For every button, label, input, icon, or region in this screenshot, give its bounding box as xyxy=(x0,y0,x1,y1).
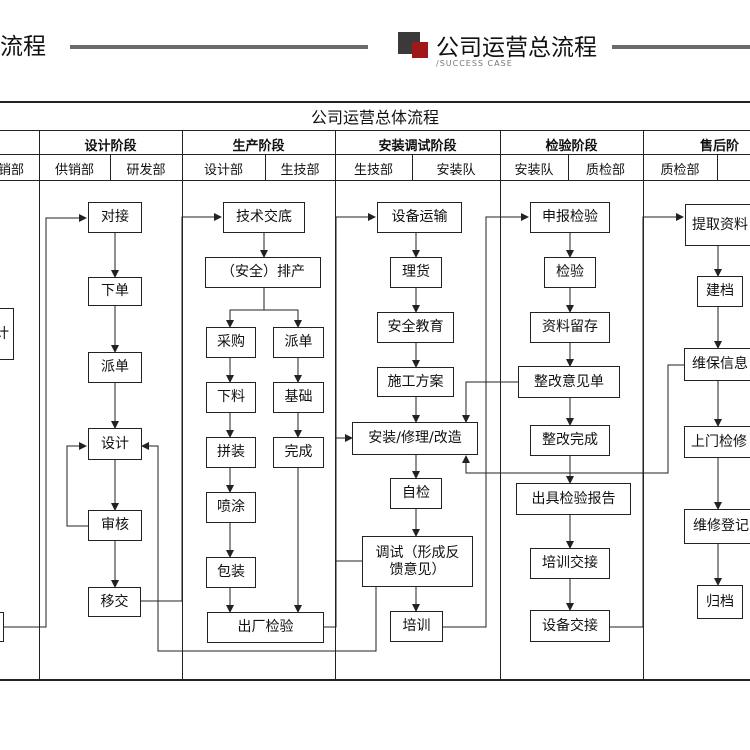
header-right-line xyxy=(612,45,750,49)
flow-step-guidang: 归档 xyxy=(697,585,743,619)
dept-install-team: 安装队 xyxy=(436,163,476,178)
stage-divider xyxy=(0,154,750,155)
flow-step-shigong: 施工方案 xyxy=(377,367,454,397)
flow-step-ziliao: 资料留存 xyxy=(530,312,610,343)
flow-table-title: 公司运营总体流程 xyxy=(310,108,439,127)
header-left-text: 流程 xyxy=(0,34,46,60)
stage-aftersales: 售后阶 xyxy=(700,139,740,154)
dept-quality-2: 质检部 xyxy=(660,163,700,178)
stage-design: 设计阶段 xyxy=(84,139,137,154)
flow-step-yijiao: 移交 xyxy=(88,587,141,617)
flow-table-frame xyxy=(0,101,750,681)
flow-step-peixun: 培训 xyxy=(390,611,443,642)
flow-step-wancheng: 完成 xyxy=(273,437,324,468)
flow-step-tiaoshi: 调试（形成反馈意见） xyxy=(362,536,473,587)
flow-step-xialiao: 下料 xyxy=(206,382,256,413)
flow-step-paichan: （安全）排产 xyxy=(205,257,321,288)
subcol-sep-1 xyxy=(110,154,111,180)
dept-rnd: 研发部 xyxy=(126,163,166,178)
flow-step-peixunjj: 培训交接 xyxy=(530,548,610,579)
flow-step-zhenggai: 整改意见单 xyxy=(518,366,620,398)
flow-step-anzhuang: 安装/修理/改造 xyxy=(352,422,478,455)
flow-step-lihuo: 理货 xyxy=(390,257,442,288)
flow-step-chuchang: 出厂检验 xyxy=(207,612,324,643)
title-divider xyxy=(0,130,750,131)
flow-step-tiqu: 提取资料 xyxy=(685,204,750,246)
stage-install: 安装调试阶段 xyxy=(378,139,457,154)
flow-step-pentu: 喷涂 xyxy=(206,492,256,523)
flow-step-weixiu: 维修登记 xyxy=(684,509,750,544)
flow-step-chuju: 出具检验报告 xyxy=(516,483,631,515)
flow-step-shebeijj: 设备交接 xyxy=(530,610,610,642)
dept-quality: 质检部 xyxy=(585,163,625,178)
subcol-sep-4 xyxy=(568,154,569,180)
flow-step-weibao: 维保信息 xyxy=(684,348,750,381)
flow-step-zijian: 自检 xyxy=(390,478,442,509)
flow-step-paidan-2: 派单 xyxy=(273,327,324,358)
dept-supply: 供销部 xyxy=(54,163,94,178)
dept-design: 设计部 xyxy=(203,163,243,178)
flow-step-anquan: 安全教育 xyxy=(377,312,454,343)
flow-step-jiandang: 建档 xyxy=(697,276,743,307)
left-cut-box: 计 xyxy=(0,308,14,360)
flow-step-baozhuang: 包装 xyxy=(206,557,256,588)
stage-inspection: 检验阶段 xyxy=(545,139,598,154)
flow-step-zhenggaiwc: 整改完成 xyxy=(530,425,610,456)
dept-production-tech-2: 生技部 xyxy=(353,163,393,178)
department-divider xyxy=(0,180,750,181)
subcol-sep-2 xyxy=(265,154,266,180)
left-cut-box-bottom xyxy=(0,612,4,642)
header-title: 公司运营总流程 xyxy=(436,35,597,61)
flow-step-duijie: 对接 xyxy=(88,202,142,233)
flow-step-pinzhuang: 拼装 xyxy=(206,437,256,468)
dept-install-team-2: 安装队 xyxy=(514,163,554,178)
subcol-sep-3 xyxy=(412,154,413,180)
header-left-line xyxy=(70,45,368,49)
flow-step-shebei: 设备运输 xyxy=(377,202,462,233)
flow-step-shenbao: 申报检验 xyxy=(530,202,610,233)
flow-step-jishu: 技术交底 xyxy=(223,202,305,233)
col-sep-4 xyxy=(500,130,501,681)
dept-sales: 销部 xyxy=(0,163,25,178)
flow-step-shenhe: 审核 xyxy=(88,510,142,541)
flow-step-paidan: 派单 xyxy=(88,352,142,383)
col-sep-1 xyxy=(39,130,40,681)
flow-step-shangmen: 上门检修 xyxy=(684,426,750,458)
header-subtitle: /SUCCESS CASE xyxy=(436,59,513,68)
dept-production-tech: 生技部 xyxy=(280,163,320,178)
flow-step-jichu: 基础 xyxy=(273,382,324,413)
stage-production: 生产阶段 xyxy=(232,139,285,154)
flow-step-xiadan: 下单 xyxy=(88,277,142,306)
flow-step-jianyan: 检验 xyxy=(544,257,596,288)
flow-step-sheji: 设计 xyxy=(88,428,142,460)
subcol-sep-5 xyxy=(717,154,718,180)
flow-step-caigou: 采购 xyxy=(206,327,256,358)
header-square-red-icon xyxy=(412,42,428,58)
